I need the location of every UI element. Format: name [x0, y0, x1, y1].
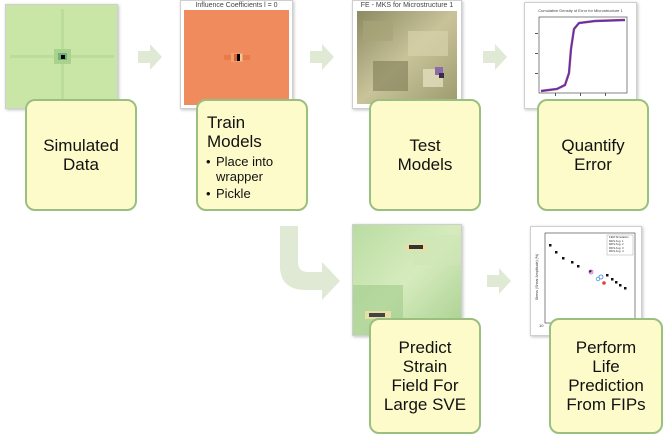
influence-field-image — [181, 1, 292, 108]
legend-entry: FEM Simulation — [609, 235, 629, 239]
card-text-line: Perform — [575, 338, 637, 357]
arrow-right-icon — [138, 44, 162, 70]
curved-arrow-icon — [280, 226, 340, 300]
fe-mks-comparison-thumbnail: FE - MKS for Microstructure 1 — [352, 0, 462, 109]
legend-entry: MKS Avg. 4 — [609, 249, 624, 254]
error-cdf-caption: Cumulative Density of Error for Microstr… — [538, 8, 623, 13]
legend-entry: MKS Avg. 1 — [609, 238, 624, 243]
card-text-line: Quantify — [561, 136, 625, 155]
test-models-card: Test Models — [369, 99, 481, 211]
card-text-line: Life — [592, 357, 620, 376]
card-text-line: From FIPs — [566, 395, 646, 414]
arrow-right-icon — [487, 268, 511, 294]
card-text-line: Simulated — [43, 136, 119, 155]
fip-y-axis-label: Stress (Shear Amplitude) (%) — [535, 253, 539, 301]
fe-mks-field-image — [353, 1, 461, 108]
large-sve-field-image — [353, 225, 461, 335]
train-models-bullets: Place into wrapper Pickle — [204, 154, 273, 203]
influence-coefficients-thumbnail: Influence Coefficients l = 0 — [180, 0, 293, 109]
card-text-line: Field For — [391, 376, 459, 395]
perform-life-prediction-card: Perform Life Prediction From FIPs — [549, 318, 663, 434]
card-text-line: Models — [397, 155, 453, 174]
fe-mks-caption: FE - MKS for Microstructure 1 — [360, 2, 454, 9]
train-models-card: Train Models Place into wrapper Pickle — [196, 99, 308, 211]
card-text-line: Error — [574, 155, 612, 174]
simulated-data-thumbnail — [5, 4, 118, 109]
influence-coefficients-caption: Influence Coefficients l = 0 — [195, 2, 278, 9]
card-text-line: Test — [409, 136, 441, 155]
card-text-line: Models — [207, 132, 262, 151]
bullet-item: Pickle — [206, 186, 273, 201]
card-text-line: Predict — [398, 338, 452, 357]
fip-legend: FEM Simulation MKS Avg. 1 MKS Avg. 2 MKS… — [609, 235, 633, 254]
fip-x-tick-label: 10 — [539, 323, 544, 328]
error-cdf-plot — [525, 3, 636, 108]
large-sve-strain-thumbnail — [352, 224, 462, 336]
card-text-line: Large SVE — [383, 395, 467, 414]
error-cdf-thumbnail: Cumulative Density of Error for Microstr… — [524, 2, 637, 109]
card-text-line: Data — [63, 155, 99, 174]
arrow-right-icon — [310, 44, 334, 70]
predict-strain-card: Predict Strain Field For Large SVE — [369, 318, 481, 434]
simulated-data-card: Simulated Data — [25, 99, 137, 211]
fip-life-plot-thumbnail: FEM Simulation MKS Avg. 1 MKS Avg. 2 MKS… — [530, 226, 642, 336]
legend-entry: MKS Avg. 3 — [609, 245, 624, 250]
quantify-error-card: Quantify Error — [537, 99, 649, 211]
bullet-item: Place into wrapper — [206, 154, 273, 184]
legend-entry: MKS Avg. 2 — [609, 242, 624, 247]
arrow-right-icon — [483, 44, 507, 70]
simulated-field-image — [6, 5, 117, 108]
card-text-line: Train — [207, 113, 246, 132]
card-text-line: Prediction — [568, 376, 644, 395]
card-text-line: Strain — [402, 357, 448, 376]
